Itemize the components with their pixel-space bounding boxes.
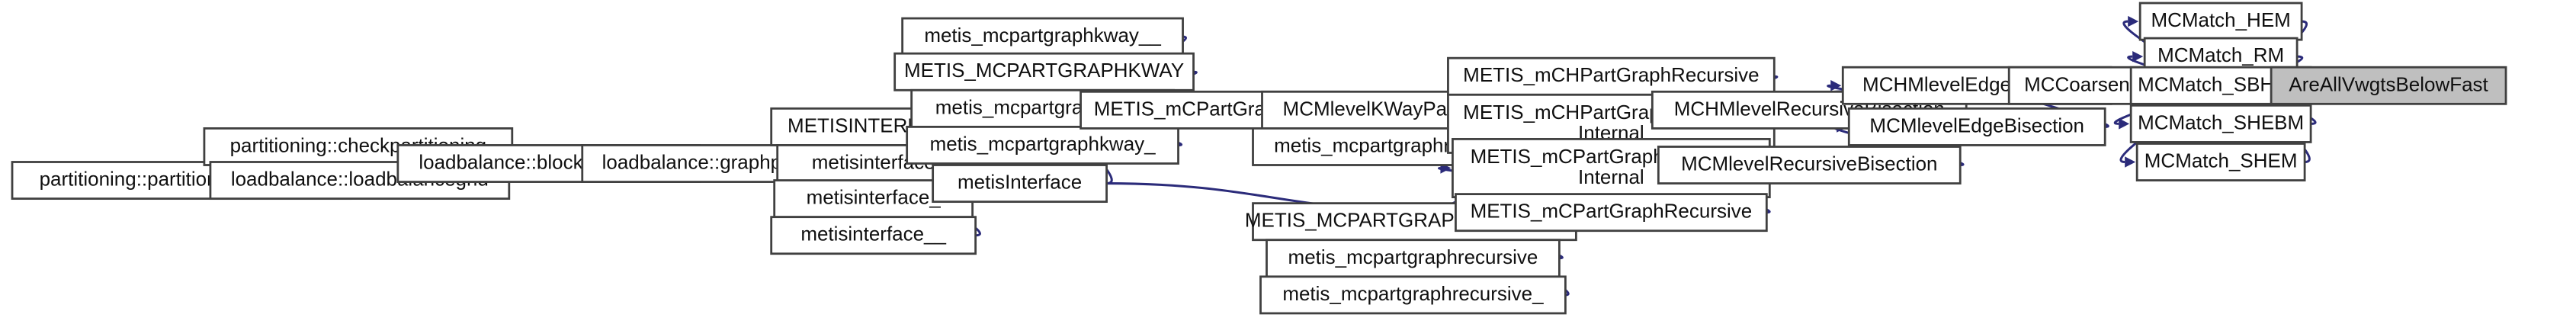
node-metisinterface[interactable]: metisinterface_ xyxy=(773,179,974,219)
node-label: MCMatch_HEM xyxy=(2151,8,2290,31)
node-metis-mcpartgraphkway[interactable]: METIS_MCPARTGRAPHKWAY xyxy=(893,52,1195,91)
node-box[interactable] xyxy=(1455,193,1768,233)
node-label: MCMatch_SHEM xyxy=(2145,149,2298,172)
node-label: AreAllVwgtsBelowFast xyxy=(2289,72,2488,95)
node-label: metisinterface_ xyxy=(807,185,942,208)
node-box[interactable] xyxy=(893,52,1195,91)
node-mcmatch-hem[interactable]: MCMatch_HEM xyxy=(2138,2,2303,41)
node-label: METIS_mCPartGraphRecursive xyxy=(1471,200,1753,223)
node-box[interactable] xyxy=(2129,104,2312,143)
node-label: METIS_MCPARTGRAPHKWAY xyxy=(904,59,1184,82)
node-box[interactable] xyxy=(2270,66,2507,105)
node-label: MCMatch_RM xyxy=(2157,43,2284,66)
node-areallvwgtsbelowfast[interactable]: AreAllVwgtsBelowFast xyxy=(2270,66,2507,105)
node-box[interactable] xyxy=(1259,275,1567,315)
node-box[interactable] xyxy=(1847,107,2106,146)
node-mcmatch-shem[interactable]: MCMatch_SHEM xyxy=(2135,143,2306,181)
node-mcmlevelrecursivebisection[interactable]: MCMlevelRecursiveBisection xyxy=(1657,146,1962,184)
node-label: metis_mcpartgraphkway_ xyxy=(930,132,1156,155)
node-label: MCMlevelRecursiveBisection xyxy=(1681,152,1937,175)
node-label: metisinterface__ xyxy=(800,223,946,245)
node-metis-mcpartgraphrecursive[interactable]: metis_mcpartgraphrecursive xyxy=(1266,239,1561,278)
node-box[interactable] xyxy=(2135,143,2306,181)
node-box[interactable] xyxy=(901,17,1184,56)
node-metisinterface[interactable]: metisInterface xyxy=(932,164,1108,204)
node-box[interactable] xyxy=(932,164,1108,204)
node-label: metis_mcpartgraphrecursive_ xyxy=(1282,282,1544,305)
node-label: METIS_mCHPartGraphRecursive xyxy=(1463,63,1759,86)
node-metisinterface[interactable]: metisinterface__ xyxy=(770,216,977,255)
node-box[interactable] xyxy=(2138,2,2303,41)
node-metis-mcpartgraphrecursive[interactable]: METIS_mCPartGraphRecursive xyxy=(1455,193,1768,233)
node-metis-mcpartgraphrecursive[interactable]: metis_mcpartgraphrecursive_ xyxy=(1259,275,1567,315)
node-metis-mcpartgraphkway[interactable]: metis_mcpartgraphkway_ xyxy=(906,125,1179,165)
node-label: metis_mcpartgraphkway__ xyxy=(924,24,1161,47)
node-box[interactable] xyxy=(770,216,977,255)
node-label: MCMlevelEdgeBisection xyxy=(1869,114,2084,136)
node-label: metisInterface xyxy=(958,170,1082,193)
node-label: MCMatch_SHEBM xyxy=(2138,111,2304,133)
node-box[interactable] xyxy=(906,125,1179,165)
node-label: metis_mcpartgraphrecursive xyxy=(1288,245,1538,268)
node-metis-mchpartgraphrecursive[interactable]: METIS_mCHPartGraphRecursive xyxy=(1447,56,1776,96)
node-box[interactable] xyxy=(1657,146,1962,184)
node-metis-mcpartgraphkway[interactable]: metis_mcpartgraphkway__ xyxy=(901,17,1184,56)
node-layer: partitioning::partitionandreadgridpartit… xyxy=(11,2,2507,315)
node-mcmatch-shebm[interactable]: MCMatch_SHEBM xyxy=(2129,104,2312,143)
node-mcmleveledgebisection[interactable]: MCMlevelEdgeBisection xyxy=(1847,107,2106,146)
